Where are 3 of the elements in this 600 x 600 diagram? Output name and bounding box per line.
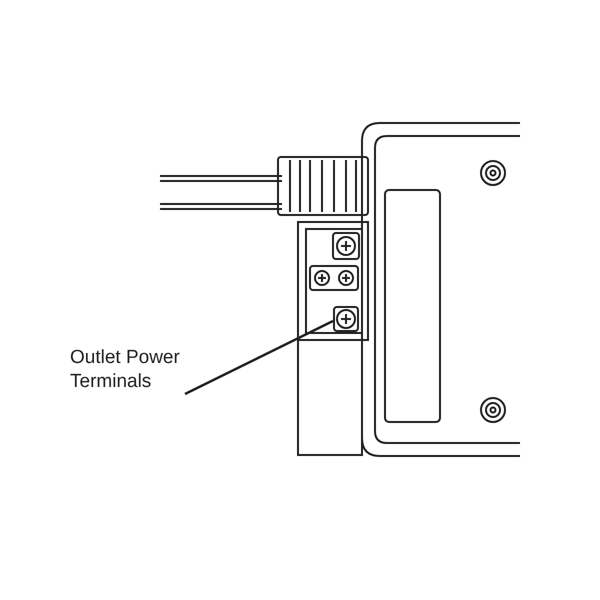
leader-line	[184, 320, 334, 396]
terminal-screw	[333, 306, 359, 332]
callout-label: Outlet Power Terminals	[70, 346, 210, 394]
